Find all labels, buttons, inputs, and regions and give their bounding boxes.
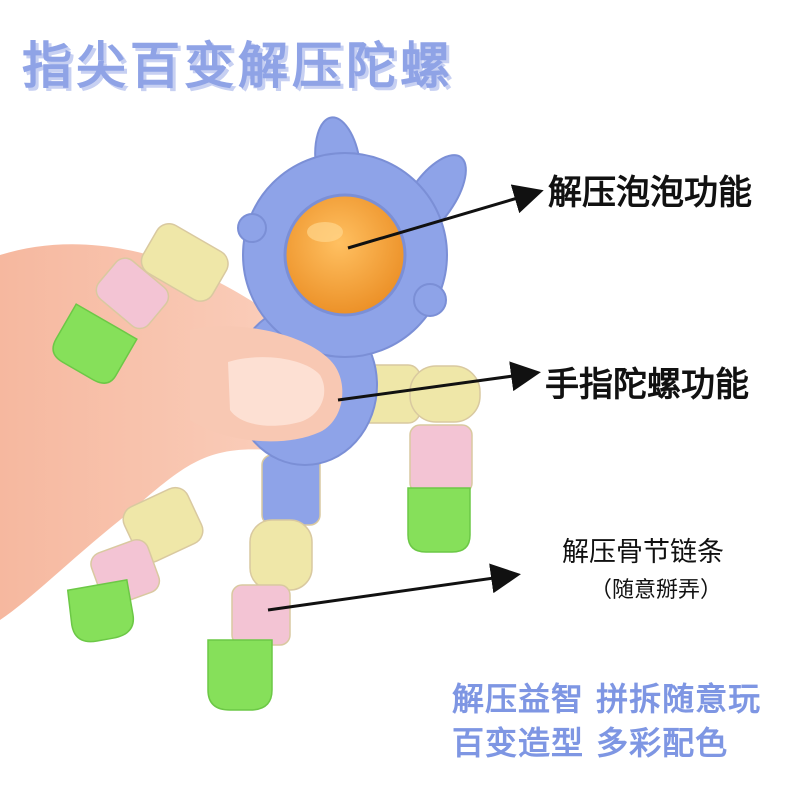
- feature-chain-label: 解压骨节链条: [562, 537, 724, 568]
- feature-spinner-label: 手指陀螺功能: [545, 365, 749, 405]
- thumb: [190, 326, 343, 442]
- annotation-arrows: [267, 184, 544, 612]
- feature-chain-note: （随意掰弄）: [590, 578, 723, 603]
- pop-bubble: [283, 193, 407, 317]
- left-leg-chain: [66, 486, 204, 643]
- tagline-1: 解压益智 拼拆随意玩: [452, 680, 762, 718]
- arrow-spinner: [337, 361, 541, 402]
- arrow-bubble: [347, 184, 544, 250]
- tagline-2: 百变造型 多彩配色: [452, 724, 729, 762]
- product-title: 指尖百变解压陀螺: [22, 37, 454, 95]
- feature-bubble-label: 解压泡泡功能: [548, 173, 752, 213]
- left-arm-chain: [52, 222, 229, 384]
- right-leg-chain: [207, 454, 321, 711]
- arrow-chain: [267, 563, 521, 612]
